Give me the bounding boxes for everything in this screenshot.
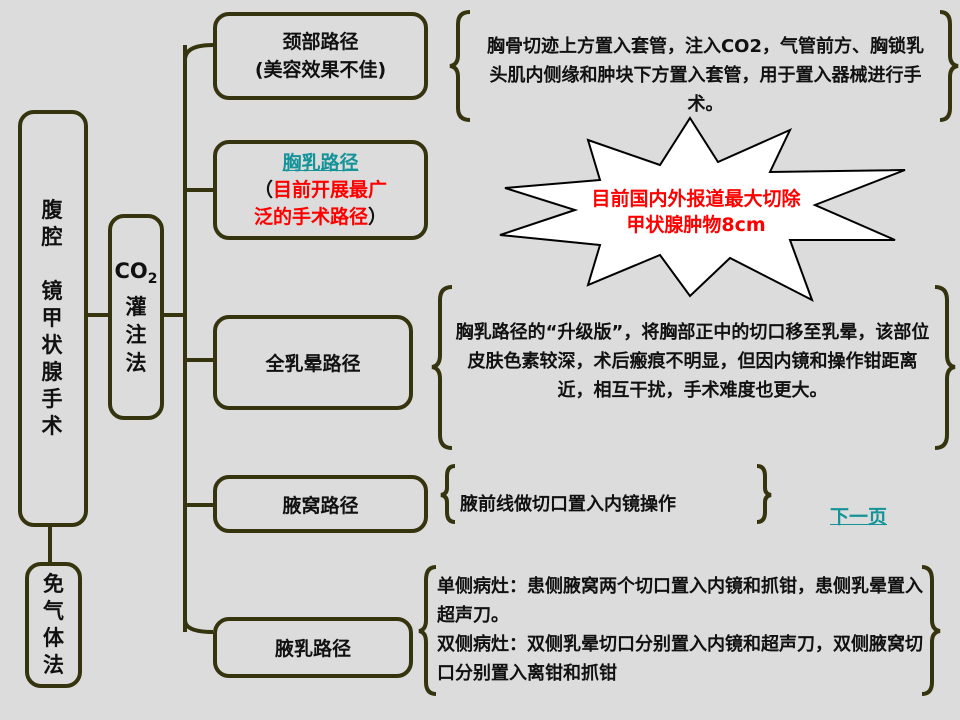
branch-note: 目前开展最广泛的手术路径	[253, 178, 388, 228]
branch-neck[interactable]: 颈部路径 (美容效果不佳)	[213, 12, 428, 100]
gasless-box: 免气体法	[25, 562, 82, 688]
root-label-2: 镜甲状腺手术	[41, 279, 65, 438]
co2-sub: 2	[147, 271, 158, 288]
paren: （	[253, 178, 273, 201]
branch-axilla-breast[interactable]: 腋乳路径	[213, 617, 413, 678]
root-label-1: 腹腔	[41, 198, 65, 249]
bilateral-text: 双侧病灶：双侧乳晕切口分别置入内镜和超声刀，双侧腋窝切口分别置入离钳和抓钳	[437, 634, 923, 684]
burst-text: 目前国内外报道最大切除甲状腺肿物8cm	[591, 188, 801, 236]
gasless-label: 免气体法	[43, 572, 64, 677]
branch-title: 腋窝路径	[282, 494, 359, 517]
neck-description: 胸骨切迹上方置入套管，注入CO2，气管前方、胸锁乳头肌内侧缘和肿块下方置入套管，…	[486, 36, 925, 115]
co2-label: CO	[114, 258, 148, 283]
axilla-description: 腋前线做切口置入内镜操作	[460, 494, 676, 515]
branch-title: 颈部路径	[282, 31, 359, 53]
branch-note: (美容效果不佳)	[254, 59, 387, 81]
branch-title-link[interactable]: 胸乳路径	[282, 151, 359, 174]
next-page-label[interactable]: 下一页	[830, 506, 888, 528]
branch-areola[interactable]: 全乳晕路径	[213, 315, 413, 410]
branch-axilla[interactable]: 腋窝路径	[213, 475, 428, 533]
unilateral-text: 单侧病灶：患侧腋窝两个切口置入内镜和抓钳，患侧乳晕置入超声刀。	[437, 576, 923, 626]
branch-title: 腋乳路径	[274, 638, 351, 660]
branch-title: 全乳晕路径	[265, 353, 361, 375]
paren: ）	[368, 205, 388, 228]
branch-chest-breast[interactable]: 胸乳路径 （目前开展最广泛的手术路径）	[213, 140, 428, 240]
axilla-breast-description: 单侧病灶：患侧腋窝两个切口置入内镜和抓钳，患侧乳晕置入超声刀。 双侧病灶：双侧乳…	[437, 572, 927, 688]
brace-icons	[418, 10, 959, 696]
areola-description: 胸乳路径的“升级版”，将胸部正中的切口移至乳晕，该部位皮肤色素较深，术后瘢痕不明…	[455, 322, 930, 401]
root-box: 腹腔 镜甲状腺手术	[18, 110, 88, 527]
next-page-link[interactable]: 下一页	[830, 503, 887, 532]
co2-box: CO2 灌注法	[108, 214, 164, 420]
starburst-shape	[499, 116, 906, 303]
co2-method: 灌注法	[125, 295, 147, 376]
